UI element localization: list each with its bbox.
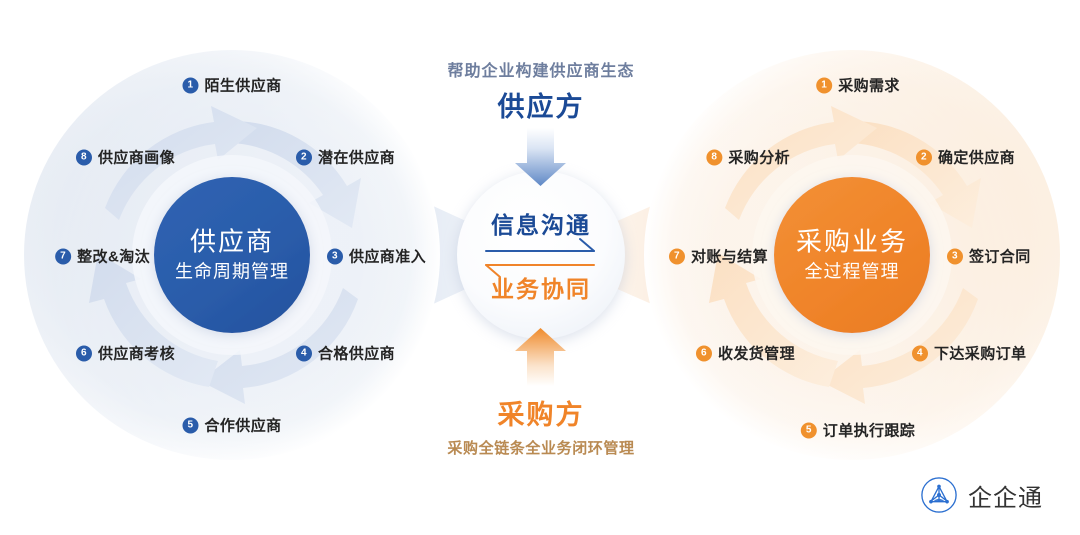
procurement-step-4[interactable]: 4 下达采购订单 bbox=[912, 343, 1026, 364]
step-number-badge: 6 bbox=[75, 345, 92, 361]
procurement-step-1[interactable]: 1 采购需求 bbox=[816, 75, 900, 96]
supplier-step-2[interactable]: 2 潜在供应商 bbox=[296, 147, 395, 168]
step-number-badge: 5 bbox=[182, 417, 199, 433]
step-label: 确定供应商 bbox=[938, 149, 1016, 167]
step-label: 供应商准入 bbox=[349, 248, 427, 266]
supplier-heading-subtitle: 帮助企业构建供应商生态 bbox=[447, 63, 635, 80]
center-hub-caption: 信息沟通 业务协同 bbox=[491, 206, 591, 304]
supplier-step-4[interactable]: 4 合格供应商 bbox=[296, 343, 395, 364]
step-number-badge: 7 bbox=[668, 248, 685, 264]
supplier-step-6[interactable]: 6 供应商考核 bbox=[75, 343, 175, 364]
procurement-step-3[interactable]: 3 签订合同 bbox=[947, 246, 1031, 267]
supplier-step-5[interactable]: 5 合作供应商 bbox=[182, 415, 281, 436]
step-label: 供应商考核 bbox=[97, 345, 175, 363]
step-number-badge: 1 bbox=[182, 77, 199, 93]
step-number-badge: 4 bbox=[296, 345, 312, 361]
buyer-heading-title: 采购方 bbox=[497, 400, 585, 430]
procurement-step-5[interactable]: 5 订单执行跟踪 bbox=[800, 420, 916, 441]
step-label: 采购分析 bbox=[728, 149, 790, 167]
hub-arrow-spacer bbox=[491, 243, 591, 269]
step-number-badge: 3 bbox=[327, 248, 343, 264]
step-label: 整改&淘汰 bbox=[77, 248, 150, 266]
step-number-badge: 2 bbox=[916, 149, 932, 165]
step-label: 采购需求 bbox=[838, 77, 900, 95]
step-label: 下达采购订单 bbox=[934, 345, 1027, 363]
step-number-badge: 3 bbox=[947, 248, 963, 264]
step-number-badge: 8 bbox=[706, 149, 723, 165]
step-label: 收发货管理 bbox=[717, 345, 795, 363]
step-number-badge: 2 bbox=[296, 149, 312, 165]
brand-name: 企企通 bbox=[968, 484, 1043, 512]
step-label: 合格供应商 bbox=[318, 345, 396, 363]
procurement-step-7[interactable]: 7 对账与结算 bbox=[668, 246, 768, 267]
supplier-step-3[interactable]: 3 供应商准入 bbox=[327, 246, 426, 267]
supplier-side-heading: 帮助企业构建供应商生态 供应方 bbox=[447, 57, 634, 124]
hub-top-line: 信息沟通 bbox=[491, 212, 591, 238]
procurement-step-8[interactable]: 8 采购分析 bbox=[706, 147, 790, 168]
supplier-step-8[interactable]: 8 供应商画像 bbox=[75, 147, 175, 168]
step-label: 对账与结算 bbox=[690, 248, 768, 266]
step-label: 合作供应商 bbox=[204, 417, 282, 435]
step-label: 订单执行跟踪 bbox=[822, 422, 916, 440]
step-number-badge: 7 bbox=[55, 248, 72, 264]
qiqitong-logo-icon bbox=[920, 476, 958, 514]
hub-bottom-line: 业务协同 bbox=[491, 276, 591, 302]
step-number-badge: 6 bbox=[695, 345, 712, 361]
buyer-heading-subtitle: 采购全链条全业务闭环管理 bbox=[447, 440, 635, 457]
step-label: 潜在供应商 bbox=[318, 149, 396, 167]
supplier-heading-title: 供应方 bbox=[497, 92, 585, 122]
step-label: 签订合同 bbox=[969, 248, 1031, 266]
buyer-side-heading: 采购方 采购全链条全业务闭环管理 bbox=[447, 393, 634, 458]
step-number-badge: 5 bbox=[800, 422, 817, 438]
procurement-step-2[interactable]: 2 确定供应商 bbox=[916, 147, 1015, 168]
procurement-step-6[interactable]: 6 收发货管理 bbox=[695, 343, 795, 364]
step-number-badge: 8 bbox=[75, 149, 92, 165]
supplier-step-7[interactable]: 7 整改&淘汰 bbox=[55, 246, 150, 267]
step-label: 供应商画像 bbox=[97, 149, 175, 167]
step-number-badge: 1 bbox=[816, 77, 833, 93]
supplier-step-1[interactable]: 1 陌生供应商 bbox=[182, 75, 281, 96]
step-number-badge: 4 bbox=[912, 345, 928, 361]
step-label: 陌生供应商 bbox=[204, 77, 282, 95]
brand-logo: 企企通 bbox=[920, 476, 1043, 514]
